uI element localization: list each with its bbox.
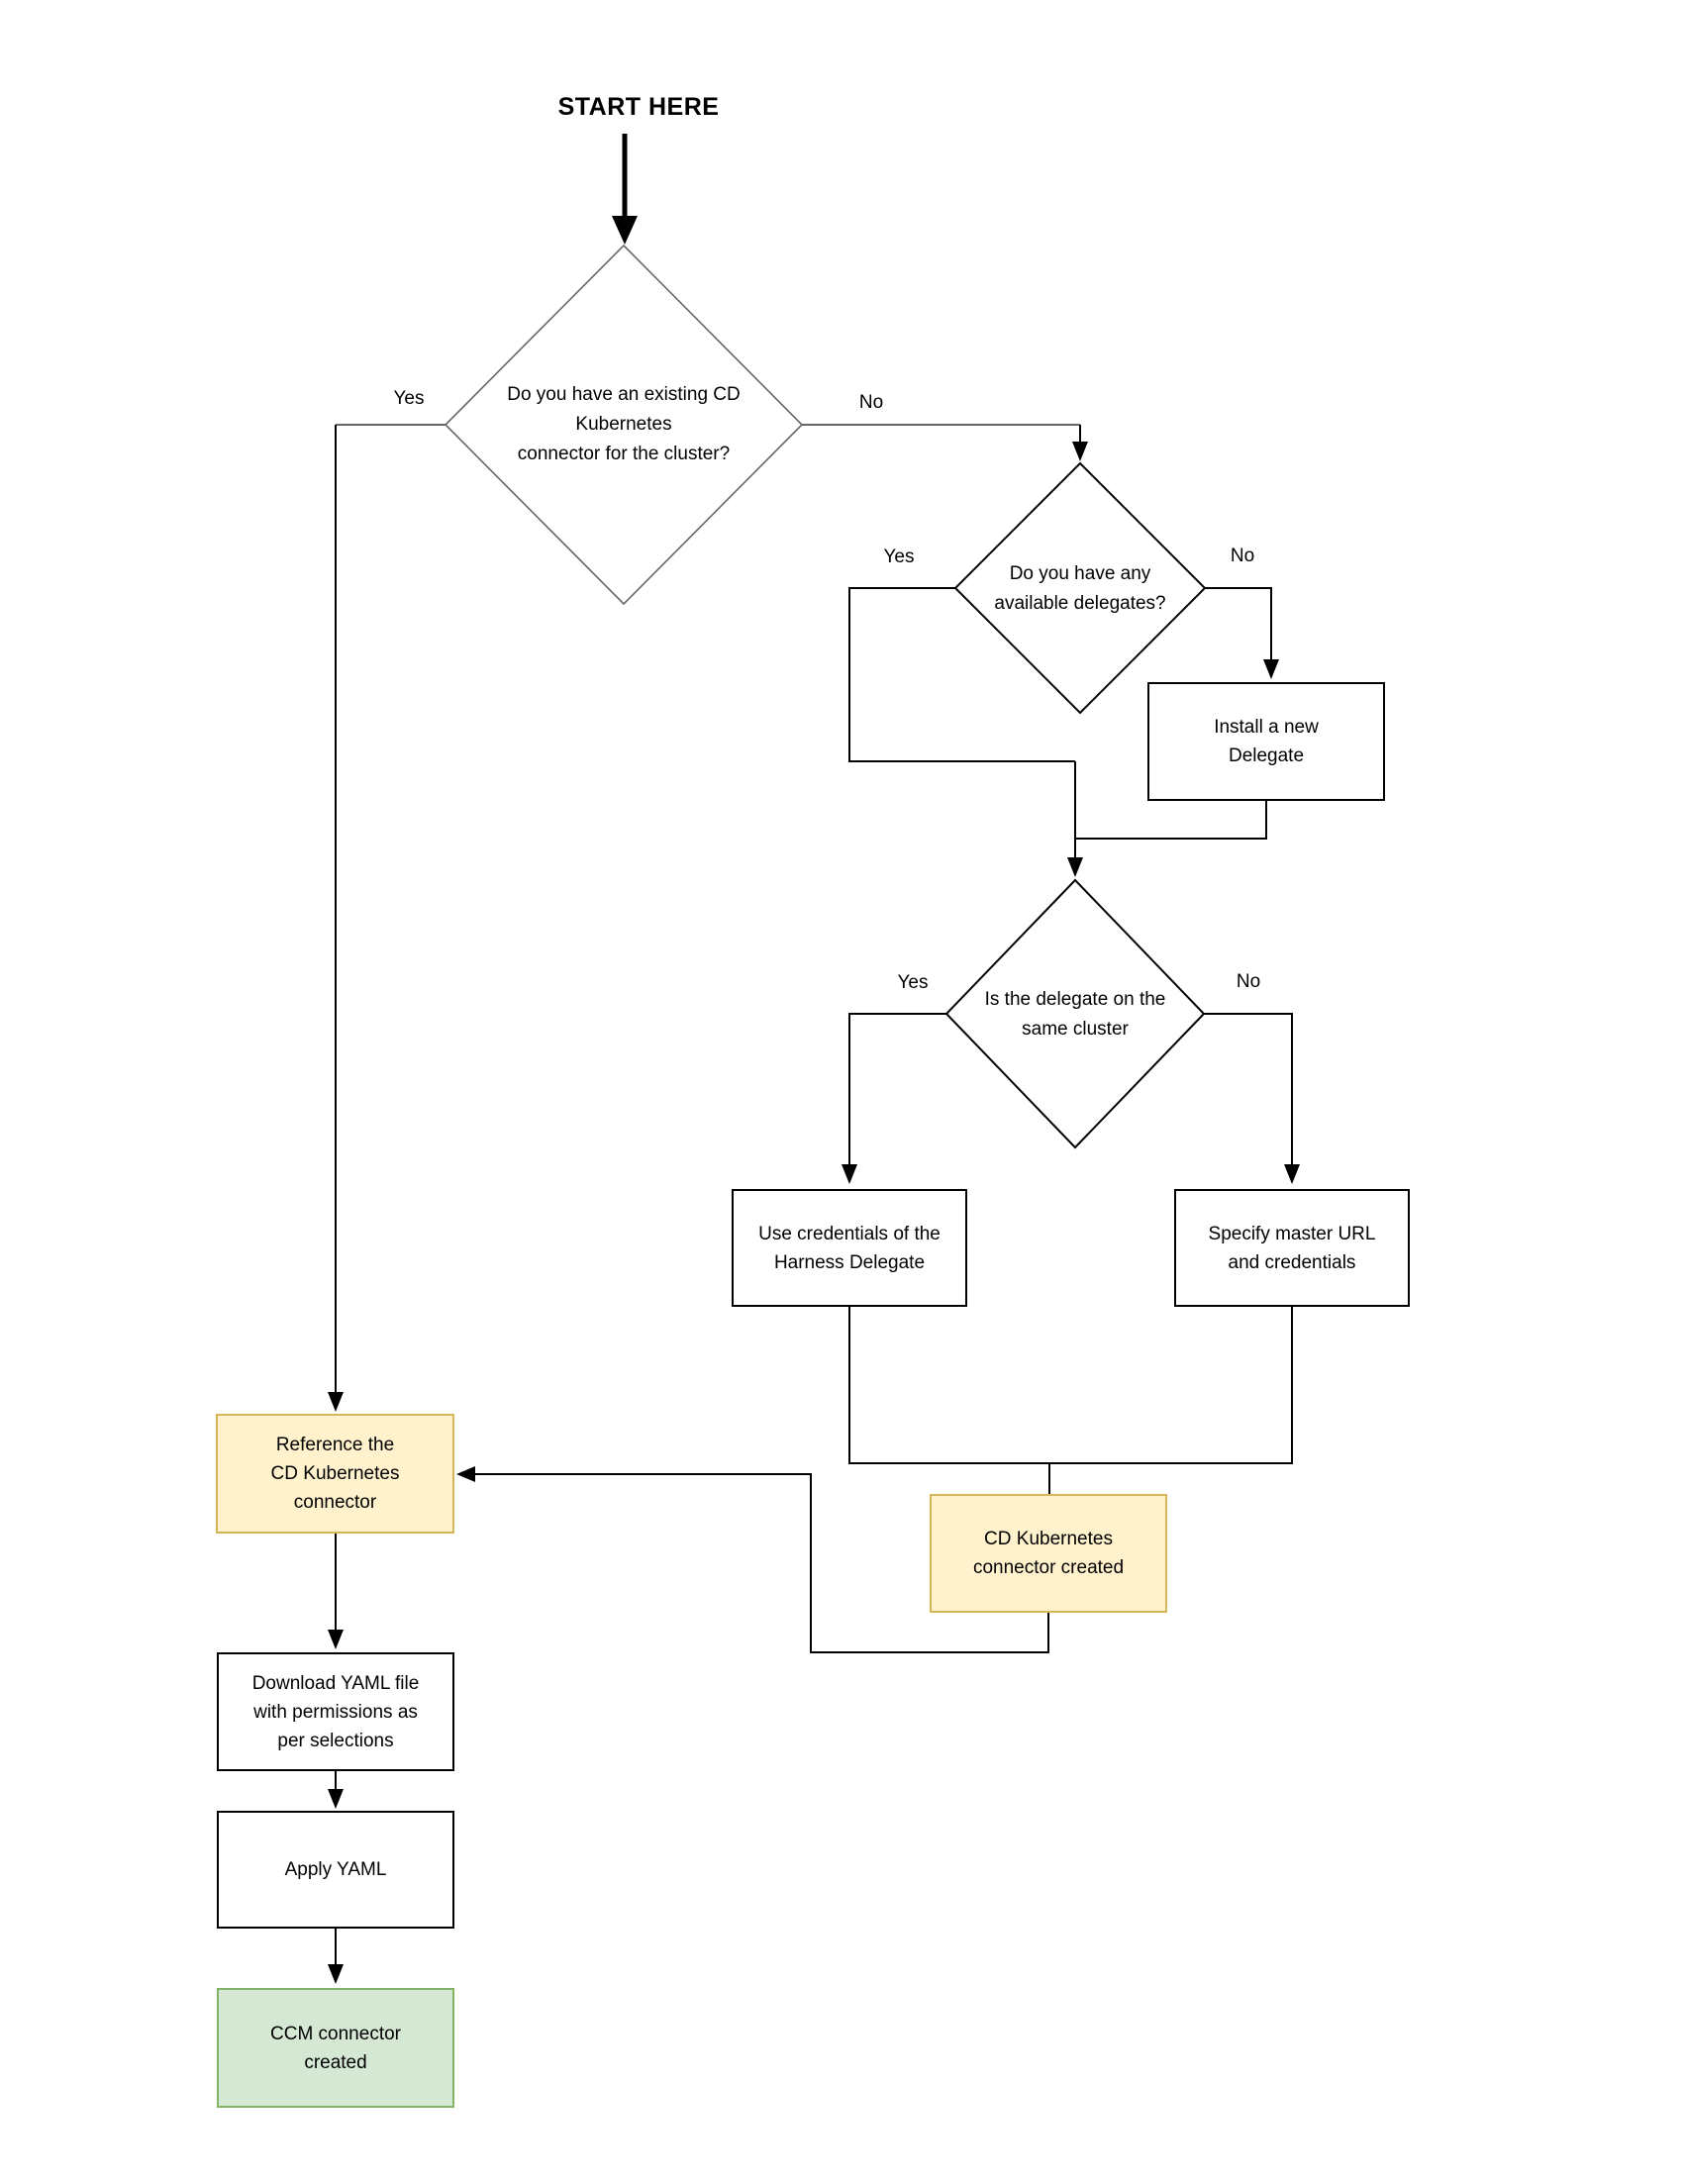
decision-existing-connector-shape: [444, 244, 804, 606]
edge-d2-no: [1205, 587, 1279, 679]
process-ccm-connector-created: CCM connector created: [217, 1988, 454, 2108]
process-reference-connector: Reference the CD Kubernetes connector: [216, 1414, 454, 1534]
edge-download-to-apply: [328, 1771, 344, 1809]
edge-d1-yes: [328, 424, 446, 1412]
start-here-title: START HERE: [557, 93, 720, 121]
start-arrow: [612, 134, 638, 245]
process-apply-yaml: Apply YAML: [217, 1811, 454, 1929]
label-d3-no: No: [1234, 971, 1263, 993]
edge-apply-to-ccm: [328, 1929, 344, 1984]
edge-d3-yes: [842, 1013, 946, 1184]
process-install-delegate: Install a new Delegate: [1147, 682, 1385, 801]
label-d2-no: No: [1228, 546, 1257, 567]
edge-cd-created-to-reference: [456, 1466, 1049, 1653]
decision-available-delegates-shape: [953, 461, 1207, 715]
edge-join-to-cd-created: [848, 1307, 1293, 1494]
decision-available-delegates-question: Do you have any available delegates?: [994, 563, 1166, 614]
process-specify-master-url: Specify master URL and credentials: [1174, 1189, 1410, 1307]
edge-reference-to-download: [328, 1534, 344, 1649]
edge-install-to-d3: [1067, 761, 1267, 877]
label-d3-yes: Yes: [895, 972, 931, 994]
edge-d1-no: [802, 424, 1088, 461]
process-cd-connector-created: CD Kubernetes connector created: [930, 1494, 1167, 1613]
label-d1-yes: Yes: [391, 388, 427, 410]
decision-existing-connector-question: Do you have an existing CD Kubernetes co…: [507, 384, 741, 464]
process-use-credentials: Use credentials of the Harness Delegate: [732, 1189, 967, 1307]
decision-delegate-same-cluster-shape: [944, 878, 1206, 1149]
edge-d2-yes: [848, 587, 1075, 762]
label-d2-yes: Yes: [881, 546, 917, 568]
label-d1-no: No: [856, 392, 886, 414]
edge-d3-no: [1204, 1013, 1300, 1184]
decision-delegate-same-cluster-question: Is the delegate on the same cluster: [984, 989, 1166, 1040]
process-download-yaml: Download YAML file with permissions as p…: [217, 1652, 454, 1771]
